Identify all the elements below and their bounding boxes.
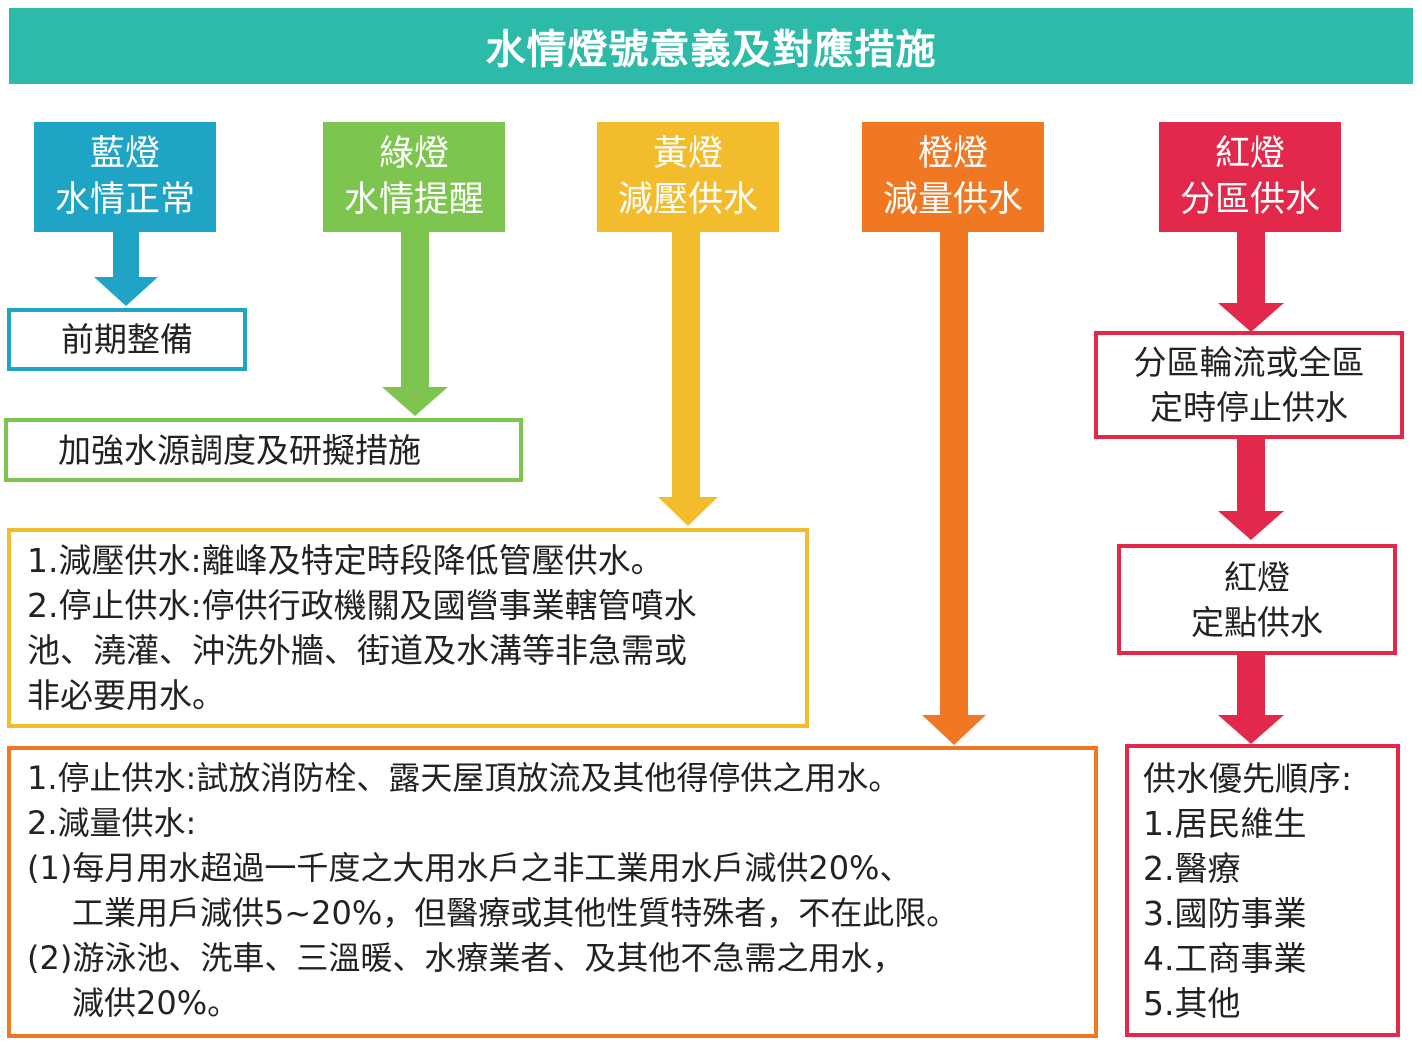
yellow-measures-box: 1.減壓供水:離峰及特定時段降低管壓供水。 2.停止供水:停供行政機關及國營事業… xyxy=(7,528,809,728)
red-step1-line2: 定時停止供水 xyxy=(1150,388,1348,427)
red-arrow-1-head xyxy=(1218,303,1284,332)
green-action-text: 加強水源調度及研擬措施 xyxy=(58,430,421,470)
orange-measure-line: 1.停止供水:試放消防栓、露天屋頂放流及其他得停供之用水。 xyxy=(27,759,901,797)
orange-measure-line: 減供20%。 xyxy=(72,984,240,1022)
red-light-box: 紅燈 分區供水 xyxy=(1159,122,1341,232)
orange-measures-box: 1.停止供水:試放消防栓、露天屋頂放流及其他得停供之用水。 2.減量供水: (1… xyxy=(7,746,1098,1038)
orange-arrow-shaft xyxy=(940,232,968,716)
red-arrow-2-shaft xyxy=(1237,438,1265,512)
red-arrow-1-shaft xyxy=(1237,232,1265,304)
orange-arrow-head xyxy=(922,715,986,745)
title-banner: 水情燈號意義及對應措施 xyxy=(9,8,1413,84)
red-step1-line1: 分區輪流或全區 xyxy=(1133,343,1365,382)
orange-measure-line: (1)每月用水超過一千度之大用水戶之非工業用水戶減供20%、 xyxy=(27,849,912,887)
blue-arrow-head xyxy=(94,277,158,306)
red-arrow-2-head xyxy=(1218,511,1284,540)
priority-item: 3.國防事業 xyxy=(1143,894,1307,933)
yellow-measure-line: 2.停止供水:停供行政機關及國營事業轄管噴水 xyxy=(27,586,697,625)
yellow-measure-line: 非必要用水。 xyxy=(27,676,225,715)
red-arrow-3-head xyxy=(1218,715,1284,744)
orange-measure-line: 工業用戶減供5~20%，但醫療或其他性質特殊者，不在此限。 xyxy=(72,894,959,932)
red-arrow-3-shaft xyxy=(1237,654,1265,716)
blue-light-meaning: 水情正常 xyxy=(54,180,195,220)
green-action-box: 加強水源調度及研擬措施 xyxy=(4,418,523,482)
page-title: 水情燈號意義及對應措施 xyxy=(485,27,937,73)
yellow-light-name: 黃燈 xyxy=(652,134,723,174)
red-step2-line1: 紅燈 xyxy=(1224,557,1290,597)
green-light-meaning: 水情提醒 xyxy=(343,180,484,220)
blue-action-text: 前期整備 xyxy=(61,320,193,359)
priority-item: 4.工商事業 xyxy=(1143,939,1307,978)
yellow-arrow-shaft xyxy=(672,232,700,498)
red-step2-line2: 定點供水 xyxy=(1191,602,1323,642)
green-light-box: 綠燈 水情提醒 xyxy=(323,122,505,232)
yellow-light-meaning: 減壓供水 xyxy=(617,180,758,220)
blue-light-name: 藍燈 xyxy=(89,134,160,174)
blue-action-box: 前期整備 xyxy=(7,308,247,371)
orange-light-meaning: 減量供水 xyxy=(882,180,1023,220)
green-arrow-shaft xyxy=(401,232,429,388)
orange-light-name: 橙燈 xyxy=(917,134,988,174)
priority-item: 2.醫療 xyxy=(1143,849,1241,888)
priority-item: 1.居民維生 xyxy=(1143,804,1307,843)
priority-item: 5.其他 xyxy=(1143,984,1241,1023)
yellow-measure-line: 池、澆灌、沖洗外牆、街道及水溝等非急需或 xyxy=(27,631,687,670)
red-step1-box: 分區輪流或全區 定時停止供水 xyxy=(1094,331,1404,439)
orange-measure-line: 2.減量供水: xyxy=(27,804,197,842)
blue-light-box: 藍燈 水情正常 xyxy=(34,122,216,232)
priority-box: 供水優先順序: 1.居民維生 2.醫療 3.國防事業 4.工商事業 5.其他 xyxy=(1125,744,1400,1037)
green-light-name: 綠燈 xyxy=(378,134,449,174)
orange-light-box: 橙燈 減量供水 xyxy=(862,122,1044,232)
yellow-measure-line: 1.減壓供水:離峰及特定時段降低管壓供水。 xyxy=(27,541,664,580)
red-light-name: 紅燈 xyxy=(1214,134,1285,174)
priority-heading: 供水優先順序: xyxy=(1143,759,1353,798)
green-arrow-head xyxy=(382,387,448,416)
red-light-meaning: 分區供水 xyxy=(1179,180,1320,220)
orange-measure-line: (2)游泳池、洗車、三溫暖、水療業者、及其他不急需之用水， xyxy=(27,939,905,977)
red-step2-box: 紅燈 定點供水 xyxy=(1117,544,1397,655)
yellow-light-box: 黃燈 減壓供水 xyxy=(597,122,779,232)
yellow-arrow-head xyxy=(658,497,718,526)
blue-arrow-shaft xyxy=(113,232,139,278)
